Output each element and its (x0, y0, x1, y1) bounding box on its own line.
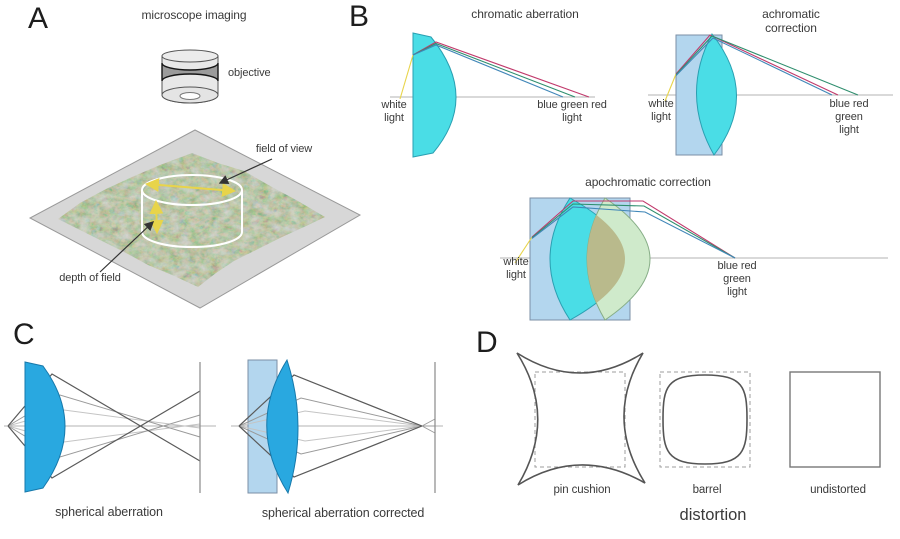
mid-ray-bottom (238, 425, 423, 455)
outer-ray-bottom (238, 425, 423, 478)
outer-ray-top (7, 373, 201, 462)
chromatic-title: chromatic aberration (471, 7, 579, 21)
fov-arrow (144, 177, 237, 198)
achromatic-diagram (648, 33, 893, 156)
apochromatic-input-label: white light (503, 256, 529, 282)
panel-a-title: microscope imaging (141, 8, 247, 22)
outer-ray-bottom (7, 390, 201, 479)
spherical-corrected-diagram (231, 358, 443, 495)
reference-square-barrel (659, 371, 751, 468)
outer-ray-top (238, 374, 423, 427)
apochromatic-diagram (500, 197, 888, 321)
rays (238, 374, 436, 478)
chromatic-output-label: blue green red light (537, 99, 607, 125)
lens (24, 361, 66, 493)
barrel-shape (662, 374, 748, 465)
panel-b-letter: B (349, 0, 370, 33)
moss-texture (58, 153, 325, 287)
field-of-view-label: field of view (255, 143, 313, 155)
achromatic-input-label: white light (648, 98, 674, 124)
white-light-ray (664, 73, 677, 102)
mid-ray-top (238, 397, 423, 427)
objective-top (161, 49, 219, 63)
post-focus-ray-top (421, 418, 436, 427)
lens-overlap (587, 198, 625, 320)
rays (399, 41, 590, 100)
inner-ray-bottom (238, 425, 423, 442)
panel-a-letter: A (28, 2, 49, 35)
specimen-surface (28, 129, 362, 309)
distortion-caption: distortion (679, 506, 747, 524)
undistorted-square (789, 371, 881, 468)
green-ray (675, 35, 859, 96)
blue-ray (531, 206, 736, 259)
apochromatic-title: apochromatic correction (585, 175, 711, 189)
objective-aperture (179, 92, 201, 100)
chromatic-input-label: white light (381, 99, 407, 125)
panel-c-letter: C (13, 318, 35, 351)
distortion-diagram (516, 352, 881, 486)
panel-d-letter: D (476, 326, 498, 359)
red-ray (531, 200, 736, 259)
rays (514, 200, 736, 264)
red-ray (675, 34, 839, 96)
objective-band (161, 62, 219, 82)
pincushion-shape (516, 352, 646, 486)
post-focus-ray-bottom (421, 425, 436, 434)
measure-arrows (144, 177, 237, 235)
reference-square-pincushion (534, 371, 626, 468)
apochromatic-output-label: blue red green light (717, 260, 757, 299)
chromatic-diagram (390, 32, 595, 158)
dof-arrow (149, 199, 164, 235)
white-light-ray (514, 236, 533, 264)
white-light-ray (399, 54, 414, 100)
crown-lens (696, 33, 737, 156)
spherical-aberration-diagram (4, 361, 216, 493)
rays (664, 34, 859, 102)
objective-icon (161, 49, 219, 104)
spherical-corrected-caption: spherical aberration corrected (261, 506, 425, 520)
blue-ray (675, 37, 833, 96)
spherical-aberration-caption: spherical aberration (55, 505, 163, 519)
fov-cylinder (141, 174, 243, 248)
depth-of-field-label: depth of field (59, 272, 121, 284)
pincushion-label: pin cushion (553, 484, 611, 496)
dof-pointer-line (99, 221, 155, 273)
barrel-label: barrel (692, 484, 722, 496)
achromatic-title: achromatic correction (762, 7, 820, 36)
fov-pointer-line (218, 158, 273, 184)
blue-ray (412, 44, 564, 98)
achromatic-output-label: blue red green light (829, 98, 869, 137)
objective-label: objective (228, 67, 271, 79)
lens (266, 358, 299, 495)
undistorted-label: undistorted (810, 484, 866, 496)
inner-ray-top (238, 410, 423, 427)
green-ray (531, 203, 736, 259)
